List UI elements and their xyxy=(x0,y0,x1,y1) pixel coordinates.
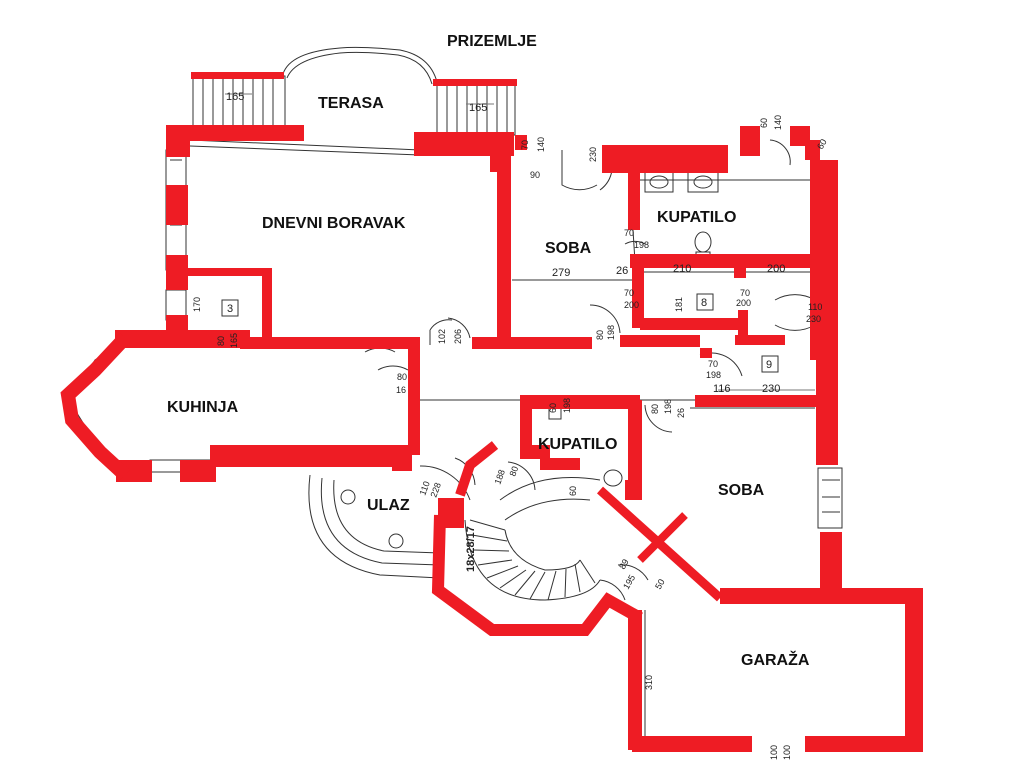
dim-door-16: 16 xyxy=(396,385,406,395)
dim-win-60b: 60 xyxy=(815,137,829,151)
dim-door-102: 102 xyxy=(437,329,447,344)
dim-door-170: 170 xyxy=(192,297,202,312)
dim-door-206: 206 xyxy=(453,329,463,344)
dim-door-80e: 80 xyxy=(650,404,660,414)
dim-door-228: 228 xyxy=(428,481,443,499)
dim-door-70b: 70 xyxy=(624,288,634,298)
dim-wall-26: 26 xyxy=(616,265,628,277)
dim-hall-230: 230 xyxy=(762,383,780,395)
dim-stairs-left: 165 xyxy=(226,91,244,103)
dim-door-80d: 80 xyxy=(507,465,520,478)
dim-win-140: 140 xyxy=(773,115,783,130)
dim-door-165: 165 xyxy=(229,333,239,348)
room-number-3: 3 xyxy=(227,303,233,315)
dim-corr-181: 181 xyxy=(674,297,684,312)
room-numbers: 3 8 9 xyxy=(221,293,779,373)
dim-door-110b: 110 xyxy=(417,480,431,497)
room-number-8: 8 xyxy=(701,297,707,309)
dim-door-110: 110 xyxy=(808,302,822,312)
plan-walls xyxy=(60,72,923,752)
dim-door-80b: 80 xyxy=(216,336,226,346)
dim-door-89: 89 xyxy=(617,557,631,571)
dim-door-198d: 198 xyxy=(663,399,673,414)
dim-door-200b: 200 xyxy=(736,298,751,308)
room-label-dnevni-boravak: DNEVNI BORAVAK xyxy=(262,215,406,232)
dim-hall-width: 200 xyxy=(767,263,785,275)
dim-door-70e: 70 xyxy=(520,140,530,150)
dim-door-188: 188 xyxy=(492,468,507,486)
dim-door-26b: 26 xyxy=(676,408,686,418)
dim-bath-width: 210 xyxy=(673,263,691,275)
room-label-kuhinja: KUHINJA xyxy=(167,399,239,416)
dim-hall-116: 116 xyxy=(713,383,731,395)
dim-door-70a: 70 xyxy=(624,228,634,238)
room-number-box-9 xyxy=(761,355,779,373)
dim-door-50: 50 xyxy=(653,577,667,591)
room-labels: PRIZEMLJE TERASA DNEVNI BORAVAK SOBA KUP… xyxy=(167,33,810,669)
room-label-terasa: TERASA xyxy=(318,95,384,112)
dim-door-60b: 60 xyxy=(568,486,578,496)
dim-door-230: 230 xyxy=(806,314,821,324)
room-label-soba-1: SOBA xyxy=(545,240,592,257)
room-label-garaza: GARAŽA xyxy=(741,650,810,669)
dim-door-80c: 80 xyxy=(397,372,407,382)
dim-door-230b: 230 xyxy=(588,147,598,162)
room-label-kupatilo-1: KUPATILO xyxy=(657,209,736,226)
dim-door-198b: 198 xyxy=(606,325,616,340)
dim-door-198e: 198 xyxy=(562,398,572,413)
dim-win-60a: 60 xyxy=(759,118,769,128)
dim-garage-depth: 310 xyxy=(644,675,654,690)
room-number-box-3 xyxy=(221,299,239,317)
dim-door-140: 140 xyxy=(536,137,546,152)
dim-garage-100a: 100 xyxy=(769,745,779,760)
dim-door-60: 60 xyxy=(548,403,558,413)
room-label-ulaz: ULAZ xyxy=(367,497,410,514)
dim-door-70c: 70 xyxy=(740,288,750,298)
dim-garage-100b: 100 xyxy=(782,745,792,760)
dimension-labels: 165 165 279 26 210 200 110 230 116 230 3… xyxy=(192,91,829,760)
dim-stairs-right: 165 xyxy=(469,102,487,114)
room-label-kupatilo-2: KUPATILO xyxy=(538,436,617,453)
plan-title: PRIZEMLJE xyxy=(447,33,537,50)
dim-door-195: 195 xyxy=(621,573,637,591)
dim-door-90: 90 xyxy=(530,170,540,180)
dim-door-198c: 198 xyxy=(706,370,721,380)
dim-soba-width: 279 xyxy=(552,267,570,279)
room-number-box-8 xyxy=(696,293,714,311)
room-number-9: 9 xyxy=(766,359,772,371)
stair-label: 18x28/17 xyxy=(465,526,477,572)
dim-door-70d: 70 xyxy=(708,359,718,369)
room-label-soba-2: SOBA xyxy=(718,482,765,499)
dim-door-200a: 200 xyxy=(624,300,639,310)
dim-door-80a: 80 xyxy=(595,330,605,340)
dim-door-198a: 198 xyxy=(634,240,649,250)
